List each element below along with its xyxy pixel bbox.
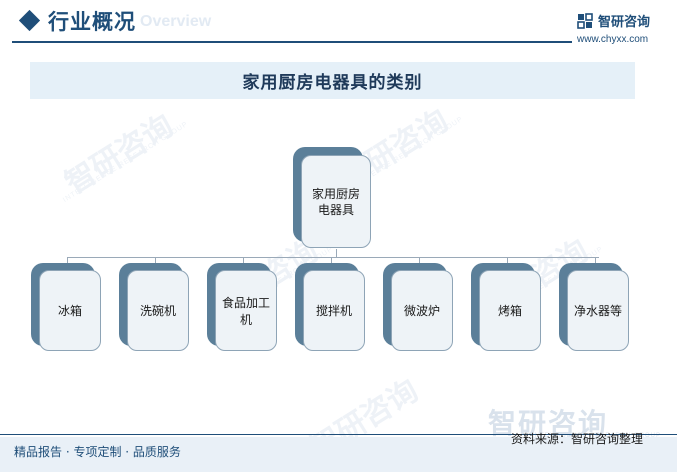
node-child-label: 微波炉 bbox=[391, 270, 453, 351]
node-child: 净水器等 bbox=[559, 263, 631, 353]
footer-logo-subtext: INTELLIGENCE RESEARCH GROUP bbox=[532, 433, 662, 439]
node-child-label: 食品加工机 bbox=[215, 270, 277, 351]
connector-drop bbox=[419, 257, 420, 263]
header-diamond-icon bbox=[18, 9, 41, 32]
footer-divider bbox=[0, 434, 677, 435]
node-child: 烤箱 bbox=[471, 263, 543, 353]
section-title-ghost: Overview bbox=[140, 13, 212, 30]
connector-horizontal bbox=[67, 257, 599, 258]
node-child: 食品加工机 bbox=[207, 263, 279, 353]
footer-source: 资料来源：智研咨询整理 bbox=[511, 432, 644, 446]
node-child-label: 搅拌机 bbox=[303, 270, 365, 351]
connector-drop bbox=[243, 257, 244, 263]
footer-tagline: 精品报告 · 专项定制 · 品质服务 bbox=[14, 445, 181, 459]
footer-band bbox=[0, 437, 677, 472]
node-root: 家用厨房电器具 bbox=[293, 147, 373, 250]
brand-logo-icon bbox=[577, 13, 593, 29]
header-divider bbox=[12, 41, 572, 43]
node-child: 微波炉 bbox=[383, 263, 455, 353]
watermark-text: 智研咨询 bbox=[59, 108, 180, 202]
node-root-label: 家用厨房电器具 bbox=[301, 155, 371, 248]
section-title: 行业概况 bbox=[48, 10, 136, 34]
connector-drop bbox=[67, 257, 68, 263]
connector-root-stem bbox=[336, 249, 337, 257]
node-child: 搅拌机 bbox=[295, 263, 367, 353]
node-child-label: 烤箱 bbox=[479, 270, 541, 351]
brand-name: 智研咨询 bbox=[598, 15, 651, 30]
connector-drop bbox=[331, 257, 332, 263]
brand-url[interactable]: www.chyxx.com bbox=[577, 34, 649, 45]
node-child: 冰箱 bbox=[31, 263, 103, 353]
connector-drop bbox=[155, 257, 156, 263]
node-child-label: 冰箱 bbox=[39, 270, 101, 351]
connector-drop bbox=[507, 257, 508, 263]
connector-drop bbox=[595, 257, 596, 263]
node-child-label: 净水器等 bbox=[567, 270, 629, 351]
node-child: 洗碗机 bbox=[119, 263, 191, 353]
diagram-title: 家用厨房电器具的类别 bbox=[242, 73, 423, 93]
node-child-label: 洗碗机 bbox=[127, 270, 189, 351]
diagram-title-band: 家用厨房电器具的类别 bbox=[30, 62, 635, 99]
